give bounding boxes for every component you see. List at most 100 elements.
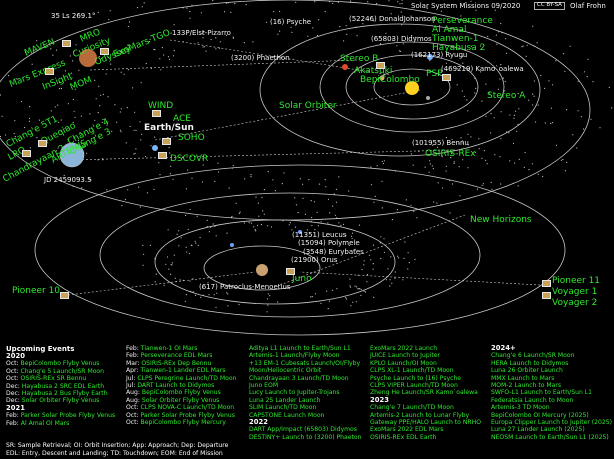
asteroid-dot [108, 18, 110, 21]
asteroid-dot [105, 73, 107, 75]
trojan-dot [185, 294, 187, 296]
asteroid-dot [187, 169, 189, 171]
trojan-dot [350, 235, 353, 237]
asteroid-dot [373, 20, 375, 22]
asteroid-dot [295, 204, 297, 206]
jupiter-orbit [203, 245, 321, 291]
asteroid-dot [290, 26, 292, 28]
asteroid-dot [488, 92, 490, 94]
asteroid-dot [295, 24, 297, 26]
asteroid-dot [141, 6, 143, 8]
trojan-dot [390, 256, 392, 258]
event-month: Oct: [126, 419, 141, 427]
asteroid-dot [491, 188, 493, 190]
asteroid-dot [102, 93, 104, 96]
trojan-dot [387, 268, 389, 270]
asteroid-dot [106, 124, 108, 126]
asteroid-dot [19, 140, 21, 142]
event-text: DESTINY+ Launch to (3200) Phaeton [249, 433, 362, 441]
asteroid-dot [453, 162, 455, 164]
asteroid-dot [410, 153, 412, 155]
asteroid-dot [332, 205, 334, 207]
event-item: MOM-2 Launch to Mars [491, 382, 612, 389]
asteroid-dot [537, 173, 539, 175]
asteroid-dot [160, 69, 162, 71]
asteroid-dot [329, 212, 331, 214]
asteroid-dot [52, 54, 54, 56]
asteroid-dot [481, 157, 483, 159]
asteroid-dot [128, 48, 130, 50]
asteroid-dot [102, 159, 104, 161]
asteroid-dot [60, 130, 62, 133]
asteroid-dot [487, 35, 489, 38]
asteroid-dot [38, 119, 41, 121]
mercury-orbit [373, 68, 451, 106]
event-item: Oct: Parker Solar Probe Flyby Venus [126, 412, 236, 419]
asteroid-dot [189, 208, 191, 211]
asteroid-dot [555, 60, 557, 62]
trojan-dot [364, 291, 367, 293]
asteroid-dot [302, 197, 304, 199]
event-text: CLPS Peregrine Launch/TD Moon [137, 374, 237, 382]
asteroid-dot [499, 156, 501, 158]
trojan-dot [173, 254, 175, 256]
asteroid-dot [544, 122, 546, 124]
pioneer11-trajectory [299, 271, 541, 286]
asteroid-dot [528, 169, 530, 171]
asteroid-dot [168, 58, 171, 61]
asteroid-dot [521, 46, 523, 48]
event-item: Chang'e 7 Launch/TD Moon [370, 404, 481, 411]
asteroid-dot [388, 0, 390, 2]
event-item: Zheng He Launch/SR Kamo`oalewa [370, 389, 481, 396]
asteroid-dot [60, 87, 63, 90]
asteroid-dot [101, 57, 103, 59]
trojan-dot [363, 260, 365, 262]
asteroid-dot [202, 164, 204, 166]
trojan-dot [372, 268, 374, 270]
asteroid-dot [462, 62, 464, 64]
trojan-dot [239, 211, 241, 213]
event-text: BepiColombo Flyby Venus [20, 360, 100, 368]
asteroid-field [0, 0, 613, 313]
asteroid-dot [476, 188, 478, 190]
asteroid-dot [119, 129, 121, 131]
event-month: Feb: [126, 352, 141, 360]
asteroid-dot [203, 46, 206, 48]
event-text: Solar Orbiter Flyby Venus [141, 396, 220, 404]
asteroid-dot [13, 132, 15, 135]
ryugu-label: (162173) Ryugu [411, 51, 468, 59]
moon-link-line [69, 149, 456, 161]
asteroid-dot [516, 130, 518, 132]
asteroid-dot [478, 148, 480, 150]
asteroid-dot [230, 11, 232, 13]
event-item: Juno EOM [249, 382, 362, 389]
asteroid-dot [111, 130, 113, 132]
mercury-dot [426, 96, 430, 100]
asteroid-dot [72, 98, 74, 101]
asteroid-dot [159, 58, 161, 60]
asteroid-dot [550, 107, 553, 109]
asteroid-dot [587, 58, 589, 61]
asteroid-dot [456, 55, 458, 57]
asteroid-dot [446, 150, 448, 153]
trojan-dot [407, 252, 409, 254]
trojan-dot [407, 268, 409, 270]
asteroid-dot [441, 156, 443, 158]
event-text: ExoMars 2022 EDL Mars [370, 426, 444, 434]
trojan-dot [328, 300, 330, 302]
asteroid-dot [466, 99, 468, 101]
event-text: Tianwen-1 Lander EDL Mars [140, 367, 226, 375]
asteroid-dot [73, 110, 75, 112]
trojan-dot [349, 285, 351, 287]
asteroid-dot [98, 85, 100, 87]
asteroid-dot [451, 138, 453, 140]
asteroid-dot [116, 121, 118, 123]
event-month: Jul: [126, 382, 138, 390]
trojan-dot [327, 308, 329, 310]
event-item: DART App/Impact (65803) Didymos [249, 426, 362, 433]
spacecraft-icon [442, 74, 451, 81]
asteroid-dot [562, 158, 564, 161]
trojan-dot [402, 279, 404, 281]
asteroid-dot [445, 62, 447, 64]
